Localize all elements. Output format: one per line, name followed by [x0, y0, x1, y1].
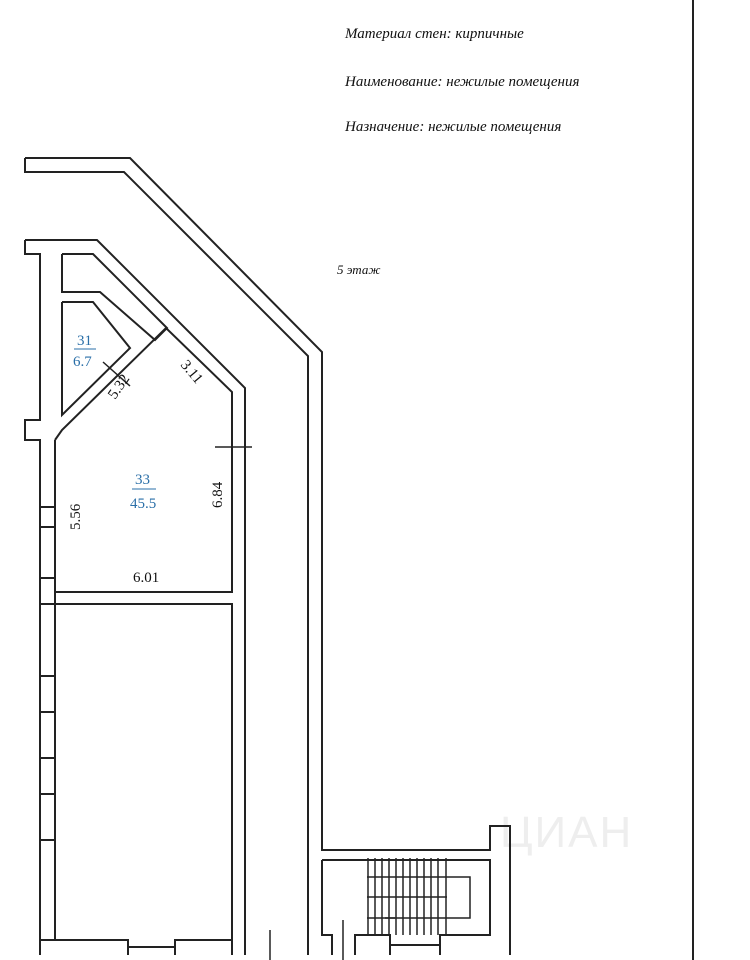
dimension-label: 6.01 — [133, 570, 159, 586]
shaft-wall — [61, 253, 169, 342]
wall-material-text: Материал стен: кирпичные — [345, 26, 524, 42]
room-33-number: 33 — [135, 472, 150, 488]
outer-wall — [25, 157, 511, 955]
room-31-number: 31 — [77, 333, 92, 349]
left-wall-outer — [24, 240, 41, 955]
window — [39, 757, 56, 795]
floor-label: 5 этаж — [337, 262, 381, 277]
window — [39, 577, 56, 605]
name-text: Наименование: нежилые помещения — [345, 74, 580, 90]
room-31-wall — [61, 301, 132, 418]
stair-wall — [322, 859, 491, 955]
staircase — [367, 858, 471, 935]
dimension-label: 6.84 — [210, 481, 226, 508]
room-31-area: 6.7 — [73, 354, 92, 370]
outer-wall-inner — [24, 158, 309, 955]
watermark: ЦИАН — [500, 808, 634, 857]
window — [39, 506, 56, 528]
window — [39, 839, 56, 941]
diagonal-wall-outer — [25, 239, 246, 955]
dimension-label: 5.32 — [105, 372, 133, 403]
lower-room-wall — [55, 603, 233, 955]
dimension-label: 5.56 — [68, 503, 84, 530]
window — [39, 675, 56, 713]
room-33-area: 45.5 — [130, 496, 156, 512]
purpose-text: Назначение: нежилые помещения — [345, 119, 562, 135]
